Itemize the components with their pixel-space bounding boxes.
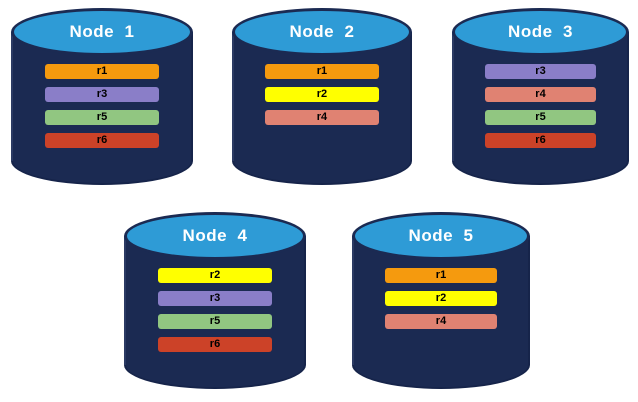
cylinder-top-ellipse	[124, 212, 306, 260]
replica-bar[interactable]: r1	[384, 268, 498, 283]
replica-bar[interactable]: r5	[44, 110, 160, 125]
replica-bar[interactable]: r6	[157, 337, 273, 352]
cylinder-top-ellipse	[352, 212, 530, 260]
cylinder-top-ellipse	[232, 8, 412, 56]
replica-list: r1 r3 r5 r6	[11, 64, 193, 148]
node-cylinder-2[interactable]: Node 2 r1 r2 r4	[232, 8, 412, 185]
node-label: Node 3	[508, 22, 573, 41]
replica-bar[interactable]: r4	[265, 110, 379, 125]
replica-bar[interactable]: r1	[44, 64, 160, 79]
node-cylinder-3[interactable]: Node 3 r3 r4 r5 r6	[452, 8, 629, 185]
replica-list: r2 r3 r5 r6	[124, 268, 306, 352]
replica-list: r1 r2 r4	[232, 64, 412, 125]
replica-bar[interactable]: r5	[484, 110, 597, 125]
node-cylinder-4[interactable]: Node 4 r2 r3 r5 r6	[124, 212, 306, 389]
node-cylinder-5[interactable]: Node 5 r1 r2 r4	[352, 212, 530, 389]
node-label: Node 2	[289, 22, 355, 41]
replica-bar[interactable]: r1	[265, 64, 379, 79]
replica-bar[interactable]: r2	[384, 291, 498, 306]
node-label: Node 5	[408, 226, 474, 245]
cylinder-top-ellipse	[452, 8, 629, 56]
replica-bar[interactable]: r4	[484, 87, 597, 102]
replica-bar[interactable]: r6	[44, 133, 160, 148]
replica-list: r3 r4 r5 r6	[452, 64, 629, 148]
replica-bar[interactable]: r3	[44, 87, 160, 102]
replica-bar[interactable]: r2	[265, 87, 379, 102]
node-label: Node 4	[182, 226, 248, 245]
replica-bar[interactable]: r5	[157, 314, 273, 329]
replica-list: r1 r2 r4	[352, 268, 530, 329]
replica-bar[interactable]: r3	[157, 291, 273, 306]
cylinder-top-ellipse	[11, 8, 193, 56]
replica-bar[interactable]: r4	[384, 314, 498, 329]
replica-bar[interactable]: r2	[157, 268, 273, 283]
node-label: Node 1	[69, 22, 135, 41]
node-cylinder-1[interactable]: Node 1 r1 r3 r5 r6	[11, 8, 193, 185]
replica-bar[interactable]: r3	[484, 64, 597, 79]
replica-bar[interactable]: r6	[484, 133, 597, 148]
